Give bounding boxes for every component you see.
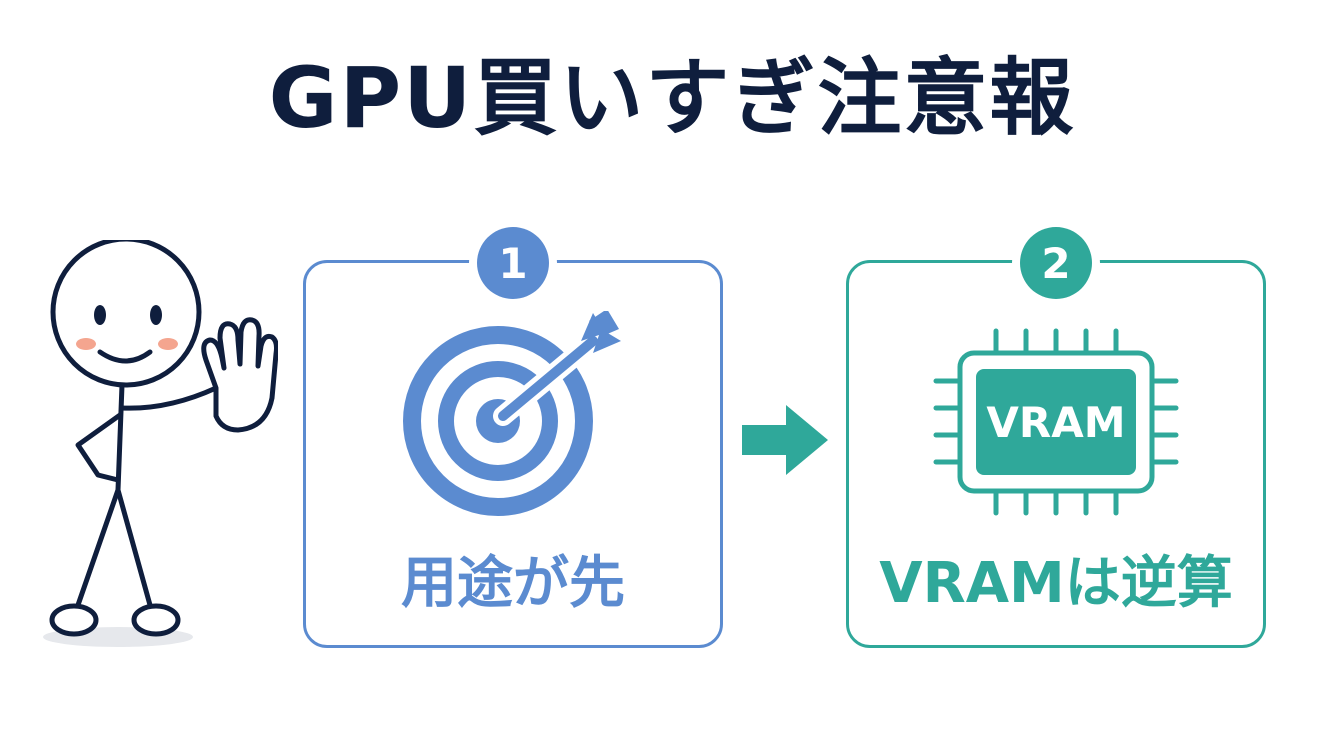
step-card-2: 2 [846,227,1266,648]
stick-figure-stop-icon [43,240,278,647]
step-card-1: 1 用途が先 [303,227,723,648]
arrow-right-icon [742,405,828,475]
step-label-2: VRAMは逆算 [879,551,1233,616]
memory-chip-icon: VRAM [933,328,1179,516]
step-badge-1: 1 [477,227,549,299]
chip-label: VRAM [986,398,1125,447]
target-icon [403,311,621,516]
step-badge-2: 2 [1020,227,1092,299]
page-title: GPU買いすぎ注意報 [268,49,1076,147]
step-label-1: 用途が先 [401,551,625,616]
